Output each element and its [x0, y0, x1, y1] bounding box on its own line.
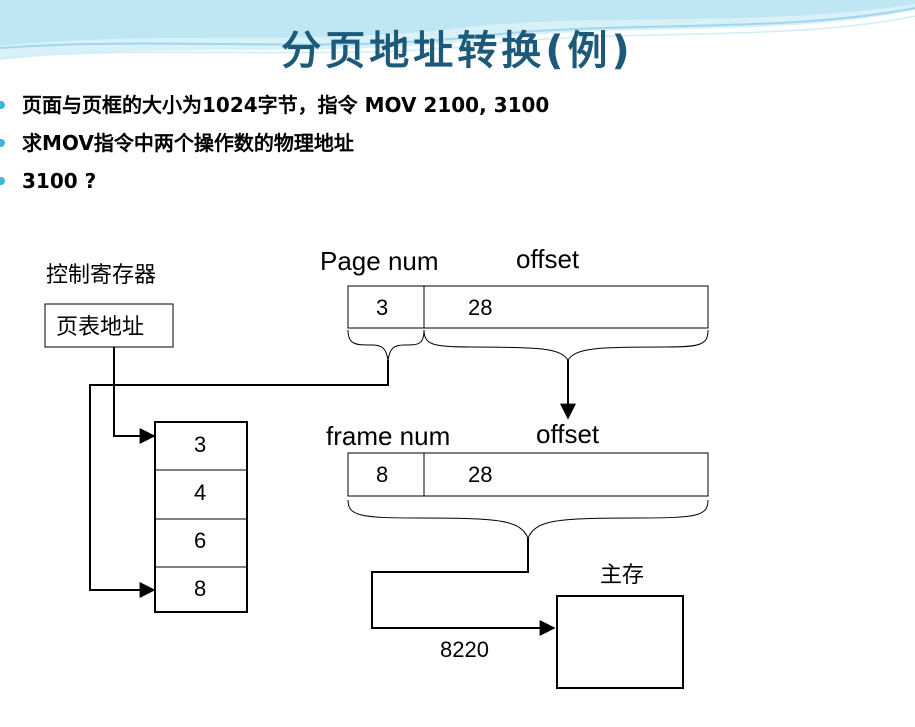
main-memory-box [556, 595, 684, 689]
slide-title: 分页地址转换(例) [281, 28, 634, 74]
physical-address-value: 8220 [440, 637, 489, 662]
logical-offset-brace [423, 329, 709, 361]
physical-address-box [347, 452, 709, 497]
physical-address-brace [347, 499, 709, 540]
table-address-connector [113, 347, 156, 444]
physical-address-to-memory-connector [371, 538, 556, 636]
physical-offset-label: offset [536, 419, 600, 449]
frame-num-value: 8 [376, 462, 388, 487]
bullet-list: 页面与页框的大小为1024字节，指令 MOV 2100, 3100 求MOV指令… [0, 90, 915, 204]
page-table-entry: 3 [194, 432, 206, 457]
page-table-address-box [44, 303, 174, 348]
bullet-dot-icon [0, 139, 5, 147]
page-num-brace [347, 329, 425, 361]
logical-offset-value: 28 [468, 295, 492, 320]
main-memory-label: 主存 [600, 562, 644, 587]
logical-address-box [347, 285, 709, 329]
bullet-item: 页面与页框的大小为1024字节，指令 MOV 2100, 3100 [0, 90, 915, 128]
page-num-label: Page num [320, 246, 439, 276]
page-table [154, 421, 248, 613]
bullet-text: 求MOV指令中两个操作数的物理地址 [22, 131, 354, 155]
page-table-entry: 6 [194, 528, 206, 553]
bullet-dot-icon [0, 101, 5, 109]
page-num-to-table-connector [89, 360, 389, 598]
header-wave-decoration [0, 0, 915, 60]
bullet-text: 3100 ? [22, 169, 97, 193]
logical-offset-label: offset [516, 244, 580, 274]
control-register-label: 控制寄存器 [46, 262, 156, 287]
bullet-item: 3100 ? [0, 166, 915, 204]
bullet-text: 页面与页框的大小为1024字节，指令 MOV 2100, 3100 [22, 93, 550, 117]
bullet-item: 求MOV指令中两个操作数的物理地址 [0, 128, 915, 166]
page-table-entry: 8 [194, 576, 206, 601]
page-table-address-label: 页表地址 [56, 314, 144, 339]
frame-num-label: frame num [326, 421, 450, 451]
page-num-value: 3 [376, 295, 388, 320]
physical-offset-value: 28 [468, 462, 492, 487]
page-table-entry: 4 [194, 480, 206, 505]
bullet-dot-icon [0, 177, 5, 185]
